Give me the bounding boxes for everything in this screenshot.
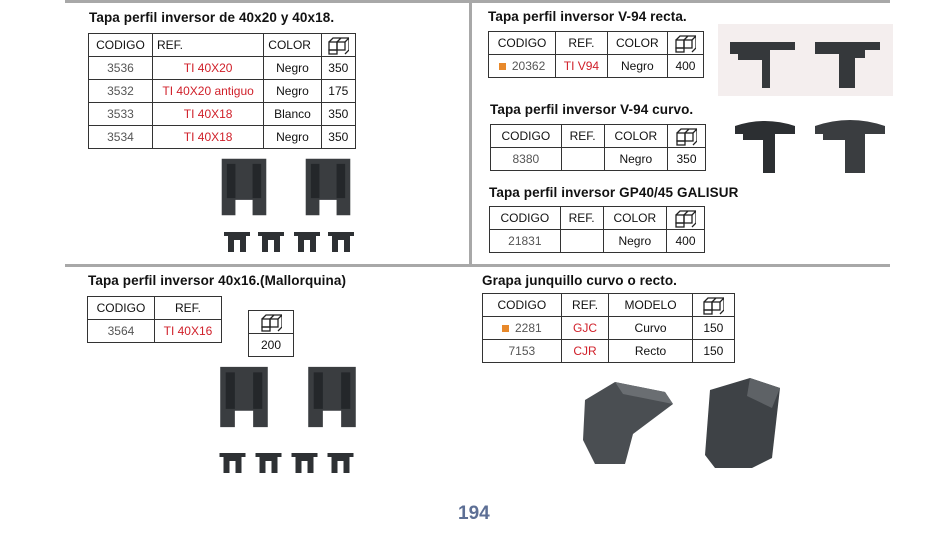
product-image [815, 120, 885, 173]
product-image [705, 378, 780, 468]
vertical-divider [469, 0, 472, 266]
section-title: Tapa perfil inversor de 40x20 y 40x18. [89, 10, 335, 25]
header-color: COLOR [263, 33, 322, 57]
boxes-quantity-icon [260, 312, 282, 332]
product-image [730, 42, 795, 88]
product-image [303, 365, 361, 429]
new-marker-icon [501, 325, 509, 332]
section-title: Grapa junquillo curvo o recto. [482, 273, 678, 288]
boxes-quantity-icon [327, 35, 349, 55]
product-image [224, 232, 354, 252]
header-qty [320, 33, 357, 57]
header-codigo: CODIGO [88, 33, 153, 57]
page-number: 194 [458, 503, 490, 524]
product-image [583, 382, 673, 464]
new-marker-icon [498, 63, 506, 70]
top-rule [65, 0, 890, 3]
qty-table-40x16: 200 [248, 310, 294, 357]
horizontal-divider [65, 264, 890, 267]
product-image [815, 42, 880, 88]
boxes-quantity-icon [674, 208, 696, 228]
section-title: Tapa perfil inversor GP40/45 GALISUR [489, 185, 739, 200]
product-image [219, 453, 354, 473]
product-image [214, 157, 274, 217]
section-title: Tapa perfil inversor V-94 recta. [488, 9, 687, 24]
product-image [215, 365, 273, 429]
section-title: Tapa perfil inversor V-94 curvo. [490, 102, 694, 117]
header-ref: REF. [151, 33, 265, 57]
boxes-quantity-icon [702, 295, 724, 315]
boxes-quantity-icon [675, 126, 697, 146]
product-image [735, 121, 795, 173]
product-image [298, 157, 358, 217]
boxes-quantity-icon [674, 33, 696, 53]
section-title: Tapa perfil inversor 40x16.(Mallorquina) [88, 273, 347, 288]
